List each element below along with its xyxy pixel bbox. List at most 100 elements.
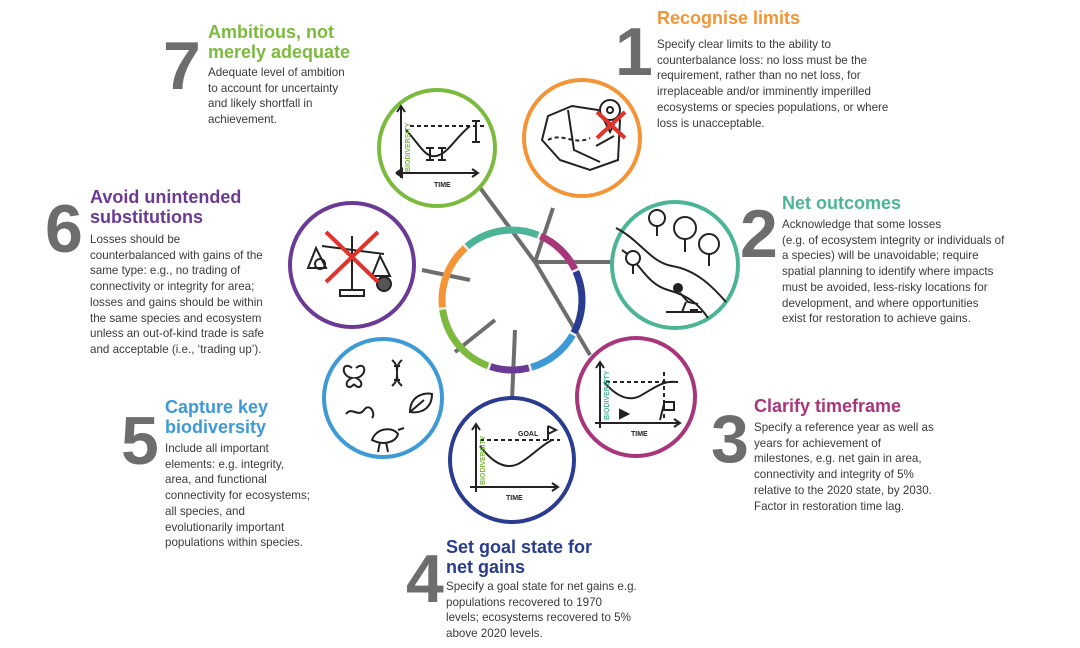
text-line: counterbalance loss: no loss must be the — [657, 53, 868, 67]
leaf-icon — [408, 392, 434, 414]
icon-axis-time: TIME — [506, 495, 523, 502]
text-line: spatial planning to identify where impac… — [782, 265, 994, 279]
text-line: connectivity for ecosystems; — [165, 489, 310, 503]
text-line: populations within species. — [165, 536, 303, 550]
text-line: evolutionarily important — [165, 520, 285, 534]
text-line: requirement, rather than no net loss, fo… — [657, 69, 861, 83]
text-line: all species, and — [165, 504, 245, 518]
text-line: Acknowledge that some losses — [782, 218, 942, 231]
principle-1-title: Recognise limits — [657, 8, 800, 28]
text-line: achievement. — [208, 113, 277, 127]
text-line: levels; ecosystems recovered to 5% — [446, 611, 631, 625]
text-line: Capture key — [165, 397, 269, 417]
principle-4-circle: BIODIVERSITY GOAL TIME — [448, 396, 576, 524]
text-line: loss is unacceptable. — [657, 116, 765, 130]
text-line: the same species and ecosystem — [90, 311, 262, 325]
text-line: net gains — [446, 557, 526, 577]
spoke-7 — [476, 183, 537, 264]
text-line: Ambitious, not — [208, 22, 334, 42]
text-line: development, and where opportunities — [782, 296, 979, 310]
text-line: losses and gains should be within — [90, 295, 263, 309]
principle-2-number: 2 — [740, 196, 778, 272]
principle-5-description: Include all important elements: e.g. inte… — [165, 441, 310, 551]
bird-icon — [370, 427, 405, 453]
principle-3-title: Clarify timeframe — [754, 396, 901, 416]
principle-1-number: 1 — [615, 14, 653, 90]
text-line: and likely shortfall in — [208, 97, 313, 111]
text-line: biodiversity — [165, 417, 267, 437]
text-line: counterbalanced with gains of the — [90, 248, 263, 262]
principle-4-description: Specify a goal state for net gains e.g.p… — [446, 579, 637, 642]
principle-5-number: 5 — [121, 403, 159, 479]
spokes — [421, 183, 617, 401]
cross-icon — [324, 230, 380, 284]
text-line: unless an out-of-kind trade is safe — [90, 327, 265, 341]
principle-6-description: Losses should be counterbalanced with gai… — [90, 232, 264, 358]
text-line: Adequate level of ambition — [208, 66, 345, 79]
ring-segment-2 — [464, 226, 540, 250]
worm-icon — [345, 406, 375, 419]
text-line: Losses should be — [90, 233, 181, 246]
ring-segment-6 — [489, 363, 530, 374]
principle-3-number: 3 — [711, 401, 749, 477]
text-line: irreplaceable and/or imminently imperill… — [657, 85, 871, 99]
text-line: Clarify timeframe — [754, 396, 902, 416]
principle-2-circle — [610, 200, 740, 330]
text-line: years for achievement of — [754, 436, 881, 450]
principle-5-circle — [322, 337, 444, 459]
no-go-cross — [595, 110, 627, 140]
text-line: exist for restoration to achieve gains. — [782, 312, 971, 326]
text-line: populations recovered to 1970 — [446, 595, 602, 609]
principle-2-description: Acknowledge that some losses (e.g. of eco… — [782, 217, 1004, 327]
spoke-4 — [510, 329, 517, 401]
spoke-3 — [533, 260, 592, 357]
text-line: above 2020 levels. — [446, 627, 543, 641]
ring-segment-4 — [570, 270, 586, 335]
text-line: connectivity and integrity of 5% — [754, 468, 914, 482]
principle-1-description: Specify clear limits to the ability to co… — [657, 37, 888, 131]
icon-goal-label: GOAL — [518, 431, 539, 438]
principle-1-circle — [522, 78, 642, 198]
central-ring — [438, 226, 586, 374]
dna-icon — [391, 359, 403, 387]
text-line: Include all important — [165, 442, 269, 455]
text-line: (e.g. of ecosystem integrity or individu… — [782, 233, 1005, 247]
butterfly-icon — [342, 364, 366, 388]
ring-segment-5 — [530, 333, 576, 371]
text-line: Net outcomes — [782, 193, 902, 213]
icon-axis-time: TIME — [631, 431, 648, 438]
text-line: ecosystems or species populations, or wh… — [657, 100, 889, 114]
text-line: must be avoided, less-risky locations fo… — [782, 280, 988, 294]
principle-6-number: 6 — [45, 191, 83, 267]
text-line: and acceptable (i.e., ‘trading up’). — [90, 342, 262, 356]
text-line: a species) will be unavoidable; require — [782, 249, 979, 263]
text-line: area, and functional — [165, 473, 267, 487]
icon-axis-time: TIME — [434, 182, 451, 189]
text-line: Specify clear limits to the ability to — [657, 38, 831, 51]
icon-axis-biodiversity: BIODIVERSITY — [405, 122, 412, 172]
ring-segment-7 — [439, 309, 490, 370]
text-line: Recognise limits — [657, 8, 801, 28]
principle-2-title: Net outcomes — [782, 193, 901, 213]
text-line: connectivity or integrity for area; — [90, 280, 255, 294]
principle-7-description: Adequate level of ambition to account for… — [208, 65, 345, 128]
ring-segment-1 — [438, 245, 468, 308]
principle-4-number: 4 — [406, 541, 444, 617]
text-line: merely adequate — [208, 42, 351, 62]
icon-axis-biodiversity: BIODIVERSITY — [604, 370, 611, 420]
principle-3-circle: BIODIVERSITY TIME — [575, 336, 697, 458]
ring-segment-3 — [538, 232, 579, 271]
text-line: milestones, e.g. net gain in area, — [754, 452, 922, 466]
text-line: Set goal state for — [446, 537, 593, 557]
icon-axis-biodiversity: BIODIVERSITY — [480, 435, 487, 485]
text-line: elements: e.g. integrity, — [165, 457, 284, 471]
text-line: Factor in restoration time lag. — [754, 499, 905, 513]
text-line: to account for uncertainty — [208, 81, 339, 95]
text-line: same type: e.g., no trading of — [90, 264, 241, 278]
principle-6-circle — [288, 201, 416, 329]
